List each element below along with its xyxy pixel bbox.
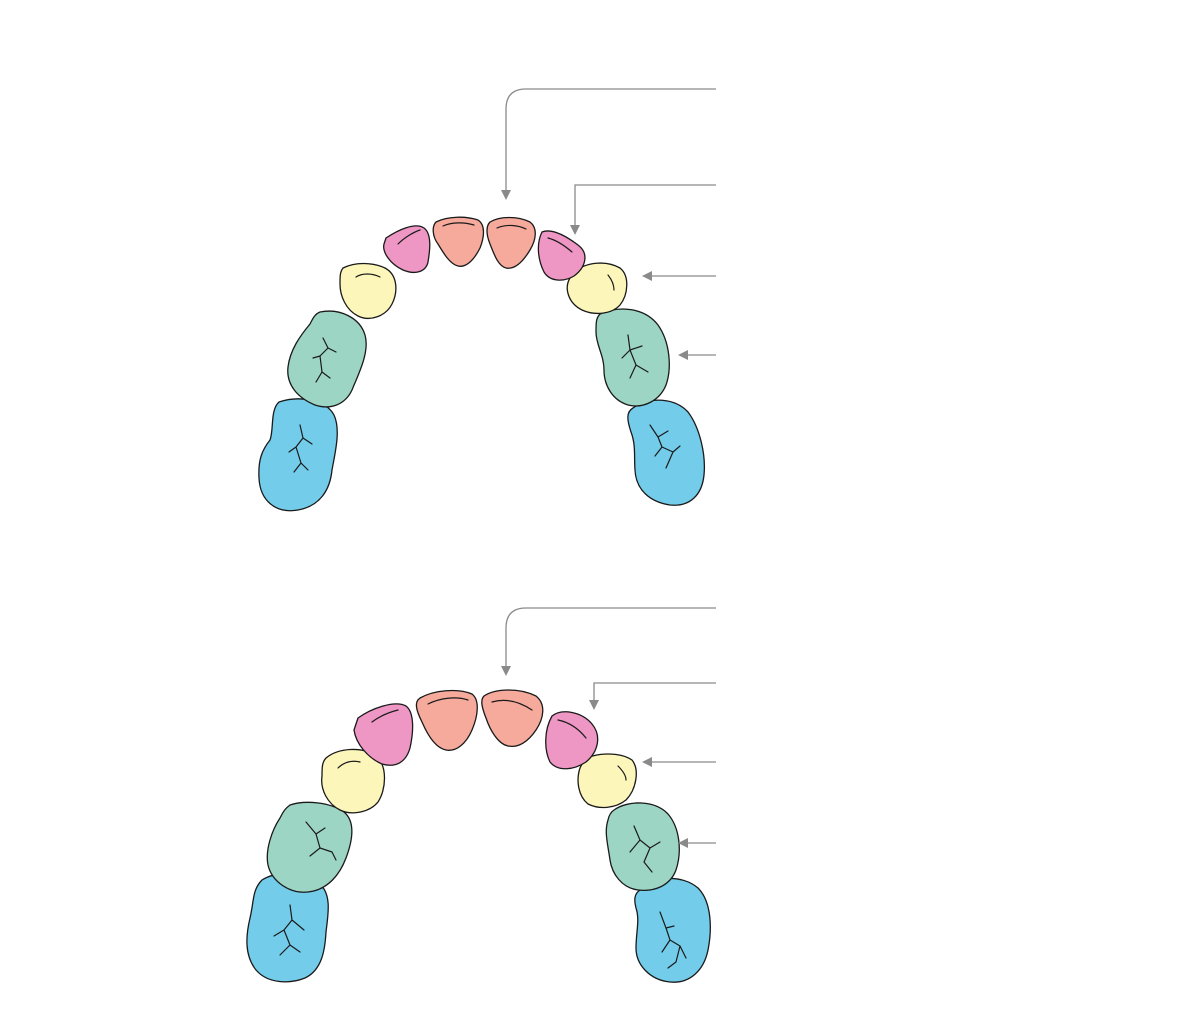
upper-leader-lines	[501, 88, 716, 360]
lower-label-molar-pointer	[678, 838, 716, 848]
lower-right-central-incisor	[481, 689, 544, 748]
upper-left-central-incisor	[432, 216, 485, 267]
upper-right-lateral-incisor	[537, 230, 586, 281]
lower-right-first-molar	[605, 802, 680, 892]
upper-left-lateral-incisor	[383, 225, 431, 273]
lower-label-premolar-pointer	[642, 757, 716, 767]
lower-label-lateral-incisor-pointer	[589, 682, 716, 710]
lower-leader-lines	[501, 607, 716, 848]
upper-right-second-molar	[627, 399, 706, 506]
upper-right-first-molar	[595, 308, 670, 407]
upper-left-first-molar	[287, 310, 367, 408]
upper-label-central-incisor-pointer	[501, 88, 716, 200]
lower-right-premolar	[577, 753, 637, 809]
lower-left-first-molar	[266, 801, 353, 893]
upper-right-premolar	[566, 262, 628, 315]
upper-arch	[258, 88, 716, 512]
lower-left-lateral-incisor	[353, 703, 414, 766]
upper-right-central-incisor	[486, 216, 536, 269]
upper-label-molar-pointer	[678, 350, 716, 360]
lower-label-central-incisor-pointer	[501, 607, 716, 676]
lower-arch	[246, 607, 716, 983]
lower-right-lateral-incisor	[545, 711, 599, 770]
upper-left-premolar	[339, 262, 397, 319]
lower-left-central-incisor	[415, 689, 478, 751]
upper-label-premolar-pointer	[642, 271, 716, 281]
lower-right-second-molar	[634, 877, 711, 983]
upper-label-lateral-incisor-pointer	[570, 184, 716, 235]
upper-left-second-molar	[258, 398, 338, 512]
